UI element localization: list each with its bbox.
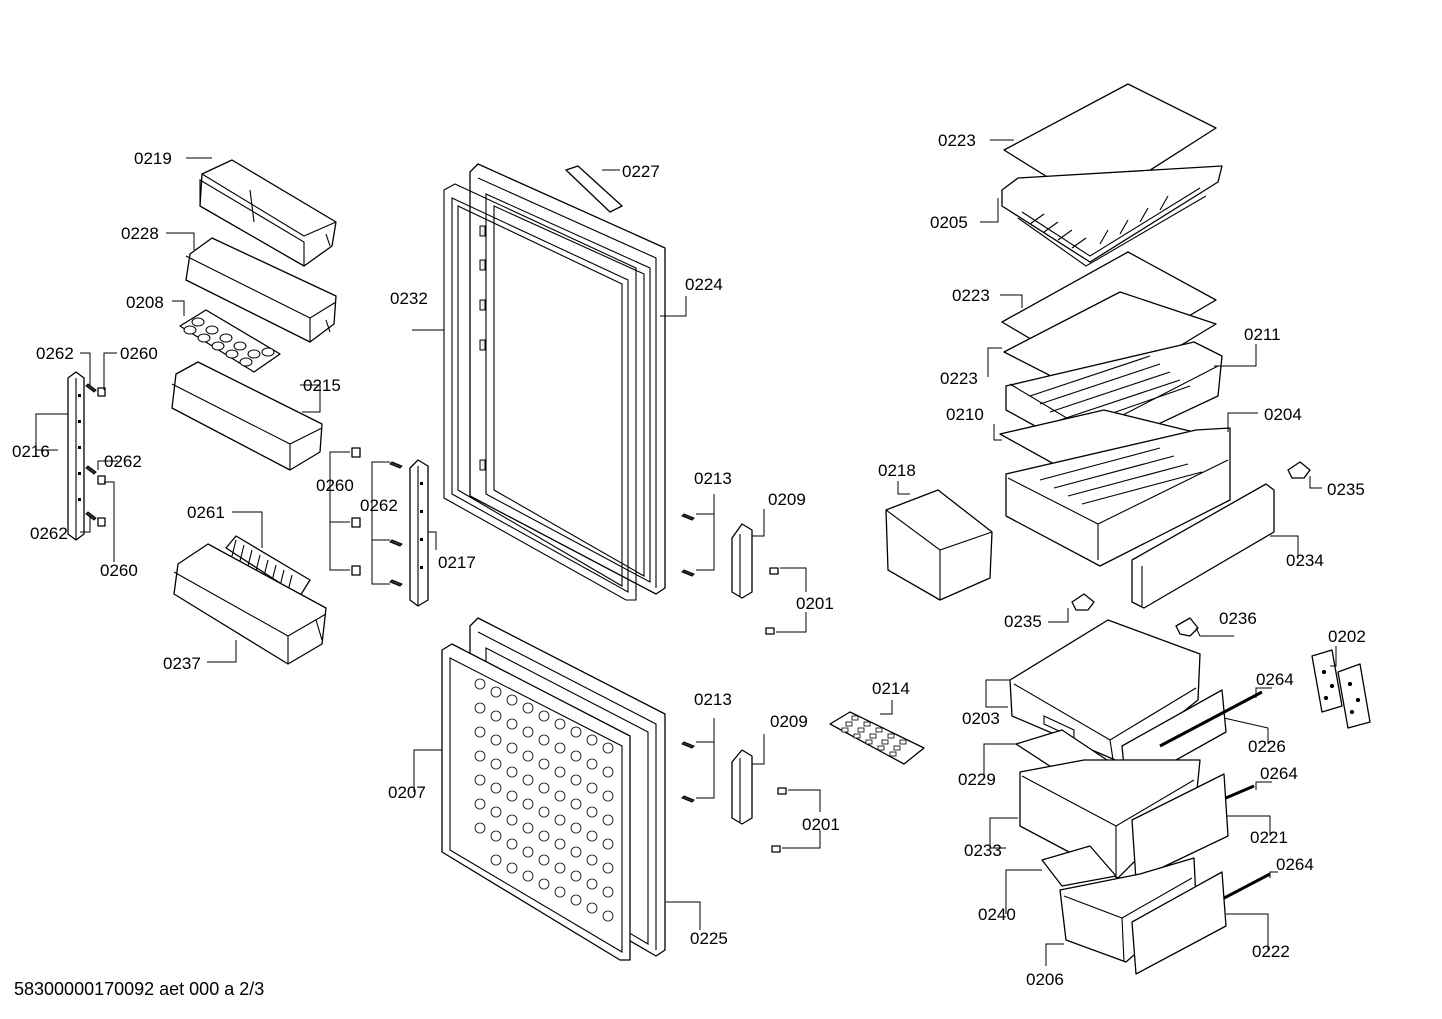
clips-0260-center — [351, 447, 361, 576]
label-0235: 0235 — [1327, 480, 1365, 499]
label-0216: 0216 — [12, 442, 50, 461]
parts-0202-cold-packs — [1311, 649, 1371, 729]
label-0237: 0237 — [163, 654, 201, 673]
leader-lines — [35, 139, 1337, 966]
label-0262: 0262 — [36, 344, 74, 363]
label-0223: 0223 — [952, 286, 990, 305]
label-0201: 0201 — [796, 594, 834, 613]
label-0234: 0234 — [1286, 551, 1324, 570]
label-0210: 0210 — [946, 405, 984, 424]
part-0215-door-shelf — [171, 361, 323, 471]
label-0236: 0236 — [1219, 609, 1257, 628]
label-0225: 0225 — [690, 929, 728, 948]
label-0264: 0264 — [1256, 670, 1294, 689]
label-0264: 0264 — [1276, 855, 1314, 874]
label-0217: 0217 — [438, 553, 476, 572]
part-0221-front-middle — [1131, 773, 1229, 881]
clips-0260-left — [97, 387, 106, 527]
label-0262: 0262 — [30, 524, 68, 543]
part-0240-divider — [1041, 845, 1117, 887]
label-0206: 0206 — [1026, 970, 1064, 989]
label-0205: 0205 — [930, 213, 968, 232]
label-0209: 0209 — [770, 712, 808, 731]
label-0260: 0260 — [316, 476, 354, 495]
part-0224-upper-door — [469, 163, 666, 595]
label-0218: 0218 — [878, 461, 916, 480]
label-0232: 0232 — [390, 289, 428, 308]
part-0218-box — [885, 489, 993, 601]
label-0262: 0262 — [104, 452, 142, 471]
label-0261: 0261 — [187, 503, 225, 522]
label-0229: 0229 — [958, 770, 996, 789]
part-0236-clip — [1175, 617, 1199, 637]
part-0207-lower-door-gasket-panel — [441, 643, 631, 961]
part-0205-shelf-frame — [1001, 165, 1223, 267]
label-0202: 0202 — [1328, 627, 1366, 646]
label-0204: 0204 — [1264, 405, 1302, 424]
covers-0201 — [765, 567, 787, 853]
part-0209-upper-handle — [731, 523, 753, 599]
label-0235: 0235 — [1004, 612, 1042, 631]
drawing-reference-code: 58300000170092 aet 000 a 2/3 — [14, 979, 265, 999]
part-0232-upper-door-gasket — [443, 183, 637, 601]
label-0233: 0233 — [964, 841, 1002, 860]
label-0260: 0260 — [120, 344, 158, 363]
parts-0235-clips — [1071, 461, 1311, 611]
part-0216-trim-strip — [67, 371, 85, 541]
label-0264: 0264 — [1260, 764, 1298, 783]
label-0207: 0207 — [388, 783, 426, 802]
label-0219: 0219 — [134, 149, 172, 168]
label-0227: 0227 — [622, 162, 660, 181]
part-0237-bottle-shelf — [173, 543, 327, 665]
label-0214: 0214 — [872, 679, 910, 698]
label-0240: 0240 — [978, 905, 1016, 924]
label-0213: 0213 — [694, 469, 732, 488]
label-0203: 0203 — [962, 709, 1000, 728]
screws-0213 — [681, 513, 695, 803]
label-0208: 0208 — [126, 293, 164, 312]
label-0213: 0213 — [694, 690, 732, 709]
label-0260: 0260 — [100, 561, 138, 580]
part-0204-crisper-drawer — [1005, 427, 1231, 567]
label-0223: 0223 — [940, 369, 978, 388]
label-0211: 0211 — [1244, 325, 1281, 344]
label-0228: 0228 — [121, 224, 159, 243]
part-0217-trim-strip — [409, 459, 429, 607]
part-0214-ice-tray — [829, 711, 925, 765]
label-0221: 0221 — [1250, 828, 1288, 847]
label-0224: 0224 — [685, 275, 723, 294]
part-0234-front-panel — [1131, 483, 1275, 609]
part-number-labels: 0219 0228 0208 0262 0260 0215 0216 0262 … — [12, 131, 1366, 989]
part-0203-freezer-drawer-upper — [1009, 619, 1201, 767]
part-0208-egg-tray — [179, 309, 281, 373]
label-0215: 0215 — [303, 376, 341, 395]
part-0227-label — [565, 165, 623, 213]
screws-0262-left — [85, 383, 97, 521]
label-0201: 0201 — [802, 815, 840, 834]
part-0209-lower-handle — [731, 749, 753, 825]
label-0209: 0209 — [768, 490, 806, 509]
screws-0262-center — [389, 461, 403, 587]
part-0219-butter-compartment — [199, 159, 337, 267]
label-0226: 0226 — [1248, 737, 1286, 756]
label-0223: 0223 — [938, 131, 976, 150]
label-0262: 0262 — [360, 496, 398, 515]
part-0222-front-lower — [1131, 871, 1227, 975]
part-0228-door-shelf — [185, 237, 337, 343]
label-0222: 0222 — [1252, 942, 1290, 961]
